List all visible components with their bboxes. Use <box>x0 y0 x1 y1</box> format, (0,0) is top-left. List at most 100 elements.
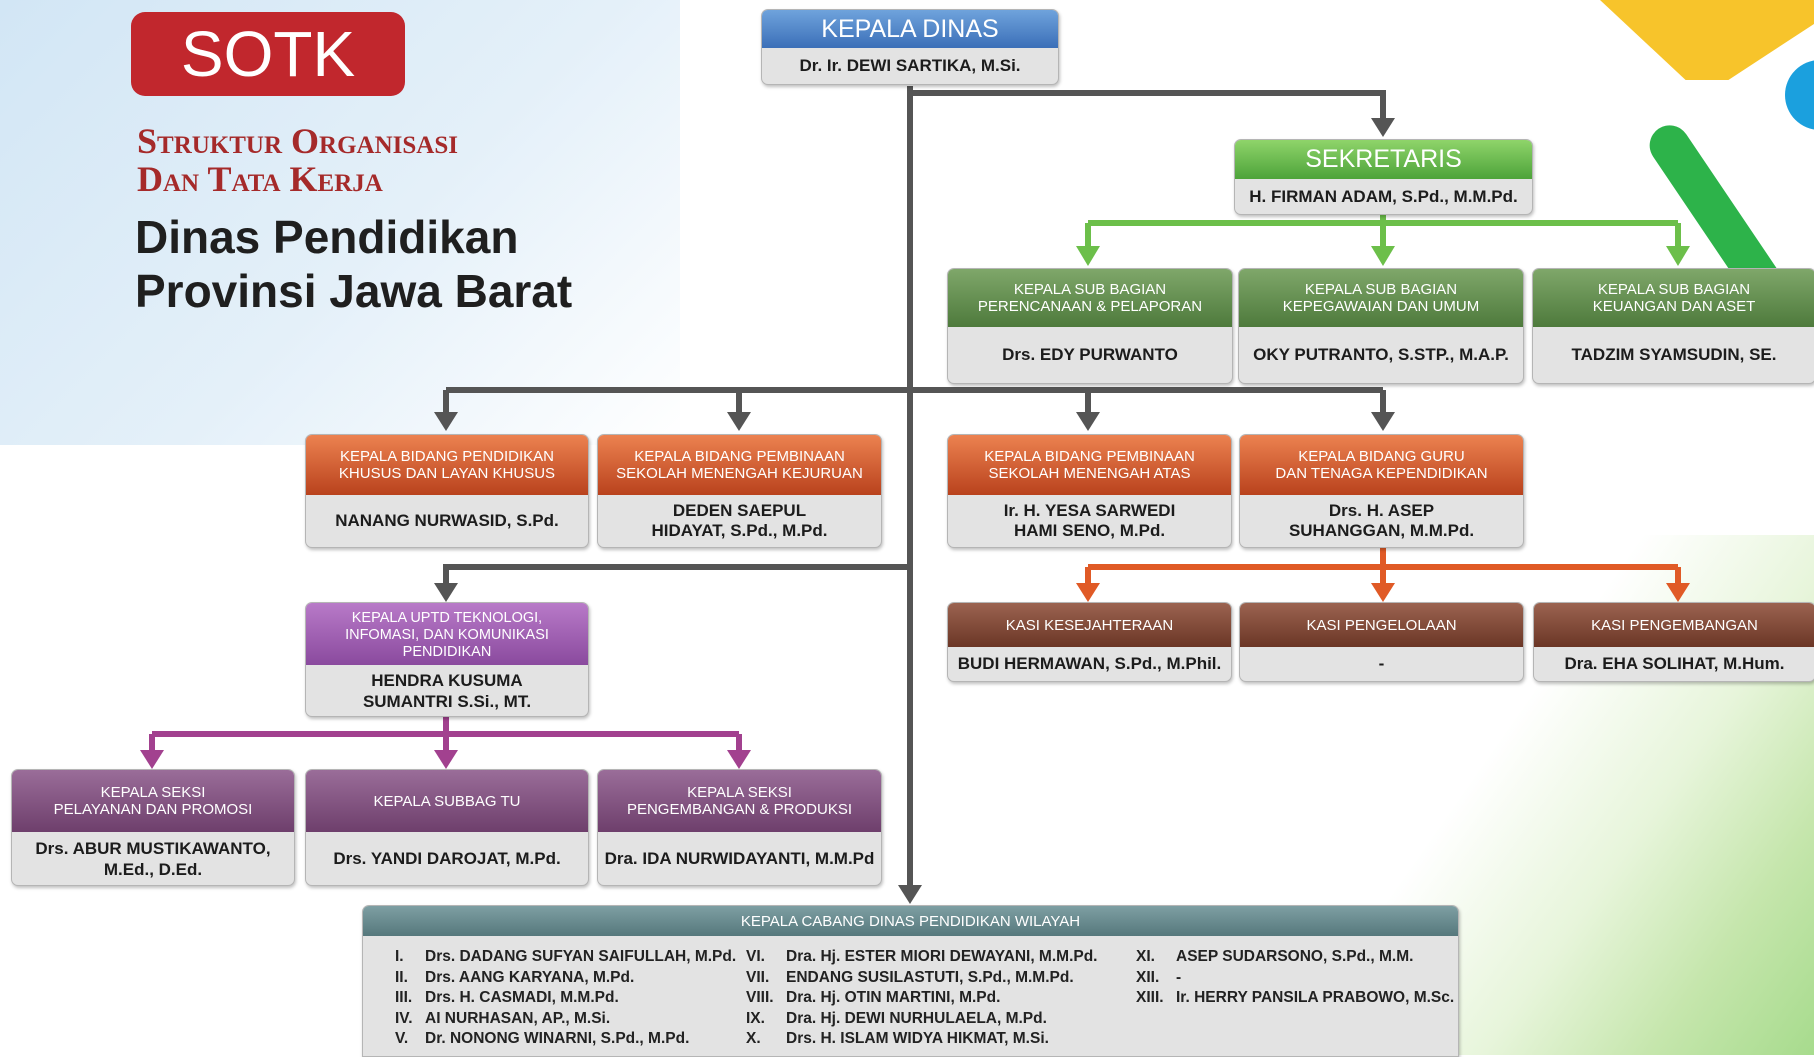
cabang-num: VI. <box>746 948 765 965</box>
subtitle-line-2: Dan Tata Kerja <box>137 159 383 199</box>
subbagian-title-line-1: KEPALA SUB BAGIAN <box>1597 281 1751 298</box>
seksi-name: Drs. YANDI DAROJAT, M.Pd. <box>306 832 588 885</box>
bidang-title-line-2: KHUSUS DAN LAYAN KHUSUS <box>338 465 556 482</box>
bidang-sma-box: KEPALA BIDANG PEMBINAAN SEKOLAH MENENGAH… <box>947 434 1232 548</box>
bidang-name: Ir. H. YESA SARWEDI HAMI SENO, M.Pd. <box>948 495 1231 547</box>
bidang-name-line-1: Ir. H. YESA SARWEDI <box>1003 501 1176 520</box>
cabang-row: I.Drs. DADANG SUFYAN SAIFULLAH, M.Pd. <box>395 947 736 968</box>
cabang-name: ASEP SUDARSONO, S.Pd., M.M. <box>1176 948 1414 965</box>
cabang-name: Ir. HERRY PANSILA PRABOWO, M.Sc. <box>1176 989 1455 1006</box>
subtitle: Struktur Organisasi Dan Tata Kerja <box>137 122 458 198</box>
kasi-title-text: KASI KESEJAHTERAAN <box>1005 616 1174 634</box>
cabang-column-3: XI. ASEP SUDARSONO, S.Pd., M.M. XII.- XII… <box>1136 947 1454 1009</box>
cabang-row: XIII.Ir. HERRY PANSILA PRABOWO, M.Sc. <box>1136 988 1454 1009</box>
cabang-name: Dra. Hj. OTIN MARTINI, M.Pd. <box>786 989 1001 1006</box>
subbagian-kepegawaian-box: KEPALA SUB BAGIAN KEPEGAWAIAN DAN UMUM O… <box>1238 268 1524 384</box>
kasi-title: KASI PENGELOLAAN <box>1240 603 1523 647</box>
arrow-bidang-1 <box>434 412 458 431</box>
subbagian-title-line-2: KEPEGAWAIAN DAN UMUM <box>1282 298 1480 315</box>
cabang-row: VI.Dra. Hj. ESTER MIORI DEWAYANI, M.M.Pd… <box>746 947 1097 968</box>
cabang-row: II.Drs. AANG KARYANA, M.Pd. <box>395 968 736 989</box>
seksi-title-line-2: PENGEMBANGAN & PRODUKSI <box>626 801 853 818</box>
kepala-dinas-name-text: Dr. Ir. DEWI SARTIKA, M.Si. <box>799 56 1021 75</box>
subbagian-name: Drs. EDY PURWANTO <box>948 327 1232 383</box>
cabang-row: IV. AI NURHASAN, AP., M.Si. <box>395 1009 736 1030</box>
subbagian-title: KEPALA SUB BAGIAN KEPEGAWAIAN DAN UMUM <box>1239 269 1523 327</box>
bidang-title-line-2: DAN TENAGA KEPENDIDIKAN <box>1275 465 1488 482</box>
cabang-row: VII.ENDANG SUSILASTUTI, S.Pd., M.M.Pd. <box>746 968 1097 989</box>
kasi-name-text: Dra. EHA SOLIHAT, M.Hum. <box>1564 654 1785 673</box>
cabang-num: IX. <box>746 1009 765 1027</box>
bidang-title: KEPALA BIDANG GURU DAN TENAGA KEPENDIDIK… <box>1240 435 1523 495</box>
subbagian-keuangan-box: KEPALA SUB BAGIAN KEUANGAN DAN ASET TADZ… <box>1532 268 1814 384</box>
uptd-name-line-1: HENDRA KUSUMA <box>371 670 523 690</box>
seksi-title: KEPALA SEKSI PELAYANAN DAN PROMOSI <box>12 770 294 832</box>
uptd-title: KEPALA UPTD TEKNOLOGI, INFOMASI, DAN KOM… <box>306 603 588 665</box>
organization-line-1: Dinas Pendidikan <box>135 211 519 263</box>
subbag-tu-box: KEPALA SUBBAG TU Drs. YANDI DAROJAT, M.P… <box>305 769 589 886</box>
organization-title: Dinas Pendidikan Provinsi Jawa Barat <box>135 210 572 318</box>
seksi-title-line-1: KEPALA SUBBAG TU <box>373 792 521 810</box>
seksi-title: KEPALA SEKSI PENGEMBANGAN & PRODUKSI <box>598 770 881 832</box>
bidang-name-line-1: Drs. H. ASEP <box>1328 501 1435 520</box>
arrow-cabang <box>898 885 922 904</box>
bidang-name-line-2: HAMI SENO, M.Pd. <box>1013 521 1166 540</box>
cabang-name: Drs. H. ISLAM WIDYA HIKMAT, M.Si. <box>786 1030 1049 1047</box>
cabang-num: VII. <box>746 968 770 986</box>
subbagian-name: OKY PUTRANTO, S.STP., M.A.P. <box>1239 327 1523 383</box>
cabang-row: XII.- <box>1136 968 1454 989</box>
bidang-title-line-2: SEKOLAH MENENGAH KEJURUAN <box>616 465 863 482</box>
seksi-title-line-2: PELAYANAN DAN PROMOSI <box>53 801 253 818</box>
kasi-title-text: KASI PENGELOLAAN <box>1306 616 1457 634</box>
cabang-num: IV. <box>395 1009 413 1027</box>
kasi-title: KASI PENGEMBANGAN <box>1534 603 1814 647</box>
bidang-name: NANANG NURWASID, S.Pd. <box>306 495 588 547</box>
cabang-num: VIII. <box>746 989 774 1006</box>
arrow-uptd <box>434 583 458 602</box>
seksi-title: KEPALA SUBBAG TU <box>306 770 588 832</box>
uptd-title-line-2: INFOMASI, DAN KOMUNIKASI <box>345 626 549 643</box>
cabang-name: Dra. Hj. DEWI NURHULAELA, M.Pd. <box>786 1009 1047 1027</box>
cabang-num: XI. <box>1136 948 1155 965</box>
bidang-title: KEPALA BIDANG PENDIDIKAN KHUSUS DAN LAYA… <box>306 435 588 495</box>
seksi-name-line-1: Drs. ABUR MUSTIKAWANTO, <box>35 838 271 858</box>
kepala-dinas-box: KEPALA DINAS Dr. Ir. DEWI SARTIKA, M.Si. <box>761 9 1059 85</box>
uptd-title-line-1: KEPALA UPTD TEKNOLOGI, <box>351 609 543 626</box>
seksi-pelayanan-box: KEPALA SEKSI PELAYANAN DAN PROMOSI Drs. … <box>11 769 295 886</box>
cabang-name: Drs. H. CASMADI, M.M.Pd. <box>425 989 619 1006</box>
kasi-title: KASI KESEJAHTERAAN <box>948 603 1231 647</box>
cabang-row: IX. Dra. Hj. DEWI NURHULAELA, M.Pd. <box>746 1009 1097 1030</box>
cabang-num: V. <box>395 1030 409 1047</box>
bidang-name: DEDEN SAEPUL HIDAYAT, S.Pd., M.Pd. <box>598 495 881 547</box>
arrow-bidang-3 <box>1076 412 1100 431</box>
subtitle-line-1: Struktur Organisasi <box>137 121 458 161</box>
subbagian-name-text: OKY PUTRANTO, S.STP., M.A.P. <box>1253 345 1509 364</box>
bidang-name-line-2: HIDAYAT, S.Pd., M.Pd. <box>651 521 828 540</box>
bidang-name-line-1: DEDEN SAEPUL <box>672 501 807 520</box>
line-kasi <box>1085 548 1681 585</box>
subbagian-title-line-2: PERENCANAAN & PELAPORAN <box>977 298 1203 315</box>
subbagian-perencanaan-box: KEPALA SUB BAGIAN PERENCANAAN & PELAPORA… <box>947 268 1233 384</box>
kasi-name: Dra. EHA SOLIHAT, M.Hum. <box>1534 647 1814 681</box>
seksi-name: Dra. IDA NURWIDAYANTI, M.M.Pd <box>598 832 881 885</box>
kepala-dinas-name: Dr. Ir. DEWI SARTIKA, M.Si. <box>762 48 1058 84</box>
arrow-kasi-2 <box>1371 583 1395 602</box>
seksi-title-line-1: KEPALA SEKSI <box>687 784 792 801</box>
bidang-title-line-1: KEPALA BIDANG GURU <box>1298 448 1465 465</box>
seksi-name-line-1: Drs. YANDI DAROJAT, M.Pd. <box>333 849 561 868</box>
cabang-num: XII. <box>1136 968 1160 986</box>
arrow-seksi-2 <box>434 750 458 769</box>
uptd-tik-box: KEPALA UPTD TEKNOLOGI, INFOMASI, DAN KOM… <box>305 602 589 717</box>
kasi-name-text: - <box>1378 654 1385 673</box>
kepala-dinas-title: KEPALA DINAS <box>762 10 1058 48</box>
subbagian-title-line-1: KEPALA SUB BAGIAN <box>1013 281 1167 298</box>
organization-line-2: Provinsi Jawa Barat <box>135 265 573 317</box>
cabang-row: III.Drs. H. CASMADI, M.M.Pd. <box>395 988 736 1009</box>
kasi-kesejahteraan-box: KASI KESEJAHTERAAN BUDI HERMAWAN, S.Pd.,… <box>947 602 1232 682</box>
cabang-title-text: KEPALA CABANG DINAS PENDIDIKAN WILAYAH <box>740 912 1081 930</box>
cabang-num: X. <box>746 1030 761 1047</box>
cabang-name: AI NURHASAN, AP., M.Si. <box>425 1009 611 1027</box>
seksi-name-line-2: M.Ed., D.Ed. <box>103 859 203 879</box>
kasi-pengembangan-box: KASI PENGEMBANGAN Dra. EHA SOLIHAT, M.Hu… <box>1533 602 1814 682</box>
